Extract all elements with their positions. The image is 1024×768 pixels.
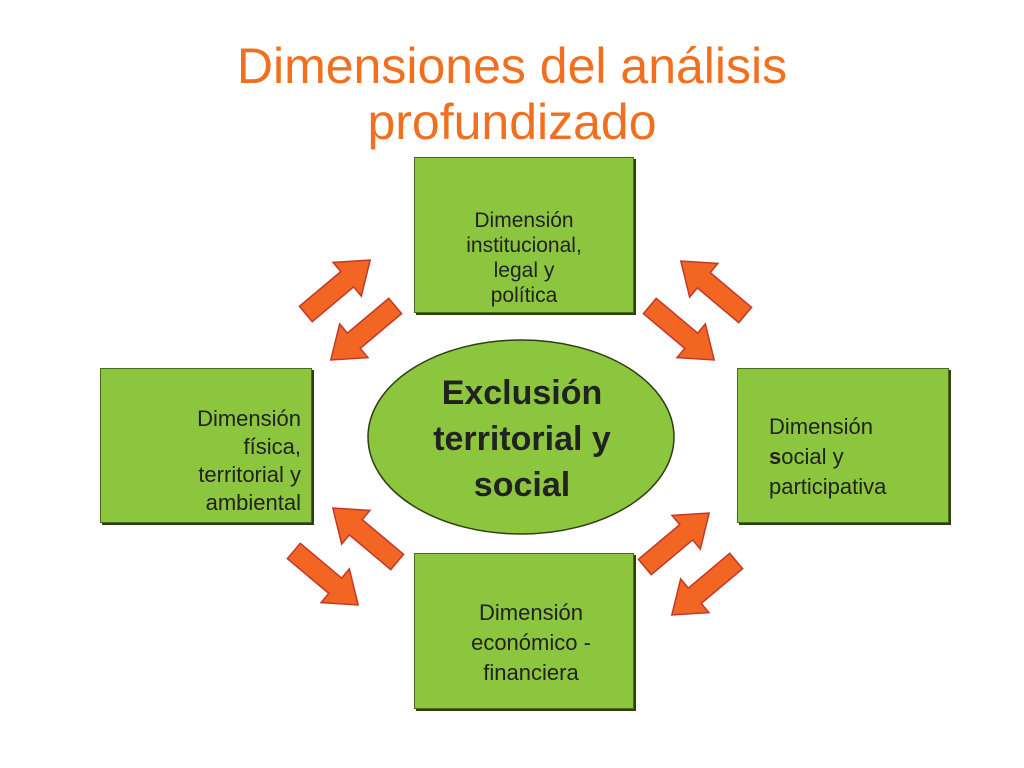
- box-economico-text: Dimensión económico - financiera: [441, 598, 621, 688]
- center-label-line-3: social: [473, 466, 571, 504]
- box-fisica: Dimensión física, territorial y ambienta…: [100, 368, 312, 523]
- arrow-topleft-out-shape: [298, 259, 372, 323]
- center-ellipse: [367, 339, 675, 535]
- box-social: Dimensión social y participativa: [737, 368, 949, 523]
- arrow-topright-in: [679, 260, 753, 324]
- box-fisica-line-2: física,: [243, 434, 301, 459]
- arrow-topleft-in-shape: [329, 297, 403, 361]
- arrow-topleft-out: [298, 259, 372, 323]
- box-social-text: Dimensión social y participativa: [769, 412, 886, 502]
- arrow-bottomleft-in: [331, 507, 405, 571]
- box-institucional-line-3: legal y: [493, 259, 555, 282]
- arrow-bottomright-out: [637, 512, 711, 576]
- arrow-topright-in-shape: [679, 260, 753, 324]
- box-institucional: Dimensión institucional, legal y polític…: [414, 157, 634, 313]
- arrow-topright-out: [642, 297, 716, 361]
- box-social-line-1: Dimensión: [769, 414, 873, 439]
- box-institucional-line-4: política: [490, 284, 558, 307]
- box-institucional-text: Dimensión institucional, legal y polític…: [415, 208, 633, 308]
- arrow-bottomleft-in-shape: [331, 507, 405, 571]
- box-economico-line-3: financiera: [483, 660, 579, 685]
- center-label-line-2: territorial y: [433, 420, 611, 458]
- box-social-line-2-rest: ocial y: [781, 444, 844, 469]
- arrow-bottomleft-out-shape: [286, 542, 360, 606]
- arrow-topright-out-shape: [642, 297, 716, 361]
- center-label-line-1: Exclusión: [441, 374, 603, 412]
- arrow-bottomright-out-shape: [637, 512, 711, 576]
- arrow-topleft-in: [329, 297, 403, 361]
- box-economico-line-1: Dimensión: [479, 600, 583, 625]
- arrow-bottomleft-out: [286, 542, 360, 606]
- slide-title: Dimensiones del análisis profundizado: [0, 38, 1024, 150]
- box-fisica-line-3: territorial y: [198, 462, 301, 487]
- box-fisica-line-1: Dimensión: [197, 406, 301, 431]
- slide-title-line-2: profundizado: [367, 94, 657, 150]
- center-label: Exclusión territorial y social: [372, 370, 672, 508]
- box-social-line-2-bold: s: [769, 444, 782, 469]
- box-institucional-line-2: institucional,: [466, 234, 582, 257]
- box-institucional-line-1: Dimensión: [474, 209, 574, 232]
- arrow-bottomright-in: [670, 552, 744, 616]
- slide-title-line-1: Dimensiones del análisis: [236, 38, 788, 94]
- box-economico-line-2: económico -: [471, 630, 591, 655]
- arrow-bottomright-in-shape: [670, 552, 744, 616]
- box-fisica-line-4: ambiental: [205, 490, 301, 515]
- box-social-line-3: participativa: [769, 474, 887, 499]
- box-social-line-2: social y: [769, 442, 886, 472]
- box-economico: Dimensión económico - financiera: [414, 553, 634, 709]
- box-fisica-text: Dimensión física, territorial y ambienta…: [197, 405, 301, 517]
